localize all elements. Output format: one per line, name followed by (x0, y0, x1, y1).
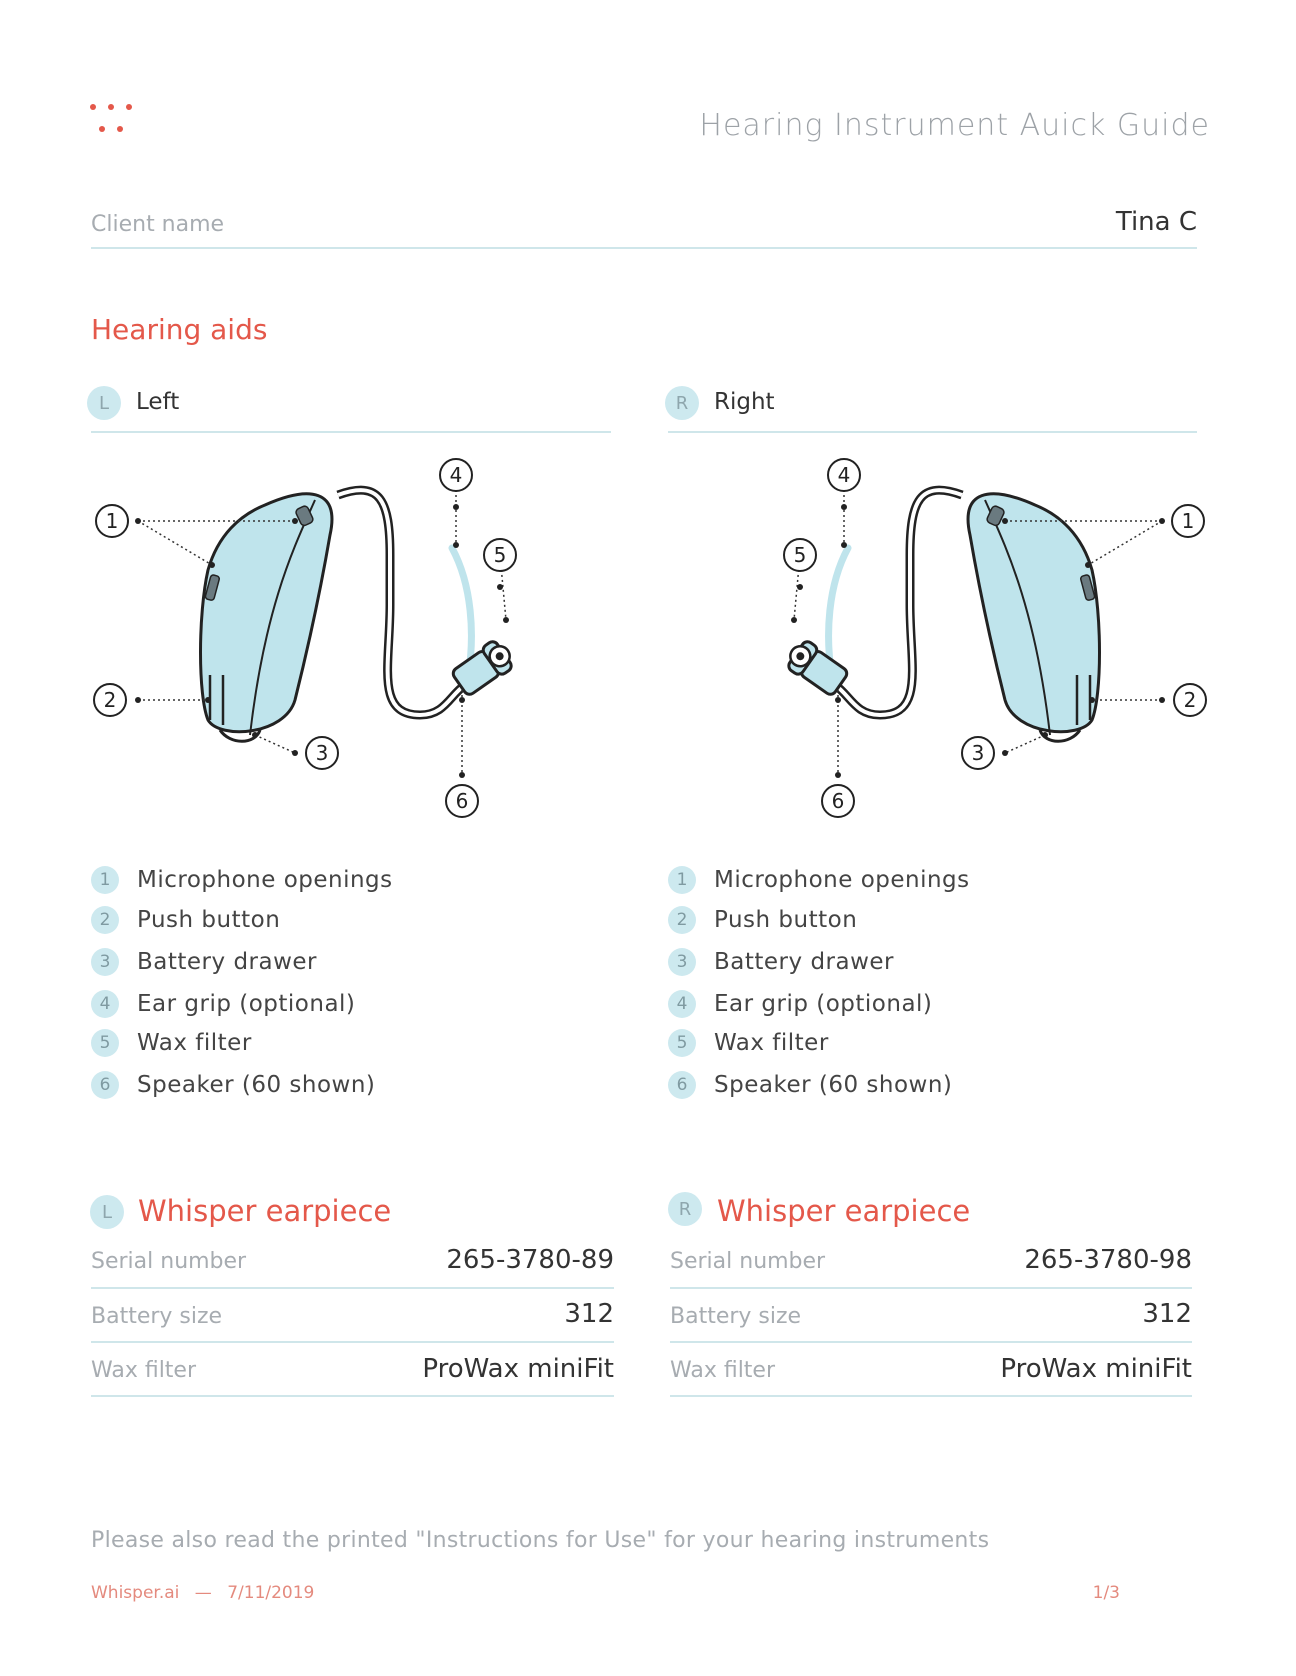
right-header-rule (668, 431, 1197, 433)
left-callout-1: 1 (95, 504, 129, 538)
footer-note: Please also read the printed "Instructio… (91, 1528, 990, 1553)
svg-text:4: 4 (450, 463, 463, 487)
right-wax-label: Wax filter (670, 1358, 776, 1383)
left-earpiece-badge: L (90, 1195, 124, 1229)
left-speaker-icon (451, 640, 513, 696)
right-badge: R (665, 386, 699, 420)
left-callout-3: 3 (305, 736, 339, 770)
right-callout-1: 1 (1182, 509, 1195, 533)
client-name-label: Client name (91, 212, 225, 237)
svg-text:6: 6 (456, 789, 469, 813)
left-header-rule (91, 431, 611, 433)
right-battery-value: 312 (1142, 1299, 1192, 1329)
left-callout-2: 2 (93, 683, 127, 717)
right-wax-value: ProWax miniFit (1000, 1354, 1192, 1384)
left-battery-label: Battery size (91, 1304, 223, 1329)
left-wax-rule (91, 1395, 614, 1397)
client-name-value: Tina C (1115, 207, 1197, 237)
left-hearing-aid-body (199, 492, 334, 734)
left-callout-4: 4 (439, 458, 473, 492)
svg-text:3: 3 (972, 741, 985, 765)
svg-text:2: 2 (1184, 688, 1197, 712)
right-earpiece-title: Whisper earpiece (717, 1194, 971, 1228)
right-earpiece-badge: R (668, 1192, 702, 1226)
left-battery-rule (91, 1341, 614, 1343)
right-serial-label: Serial number (670, 1249, 826, 1274)
right-hearing-aid-illustration: 1 2 3 4 5 6 (783, 458, 1207, 818)
svg-text:5: 5 (794, 543, 807, 567)
left-mic-opening-icon (295, 505, 314, 527)
left-serial-rule (91, 1287, 614, 1289)
left-battery-value: 312 (564, 1299, 614, 1329)
right-battery-rule (670, 1341, 1192, 1343)
left-callout-6: 6 (445, 784, 479, 818)
right-callout-6: 6 (832, 789, 845, 813)
left-hearing-aid-illustration: 1 2 3 4 5 6 (93, 458, 517, 818)
left-tube (336, 485, 468, 720)
document-title: Hearing Instrument Auick Guide (699, 108, 1210, 143)
right-wax-rule (670, 1395, 1192, 1397)
svg-text:1: 1 (106, 509, 119, 533)
left-wax-label: Wax filter (91, 1358, 197, 1383)
footer-brand: Whisper.ai (91, 1583, 180, 1603)
right-label: Right (714, 389, 775, 415)
left-wax-value: ProWax miniFit (422, 1354, 614, 1384)
right-battery-label: Battery size (670, 1304, 802, 1329)
footer-date: 7/11/2019 (227, 1583, 315, 1603)
brand-logo-icon (88, 104, 138, 144)
left-callout-5: 5 (483, 538, 517, 572)
left-serial-label: Serial number (91, 1249, 247, 1274)
right-serial-rule (670, 1287, 1192, 1289)
page-number: 1/3 (1092, 1583, 1120, 1603)
client-name-rule (91, 247, 1197, 249)
right-callout-3: 3 (972, 741, 985, 765)
right-callout-4: 4 (838, 463, 851, 487)
right-callout-5: 5 (794, 543, 807, 567)
svg-text:3: 3 (316, 741, 329, 765)
svg-text:5: 5 (494, 543, 507, 567)
left-serial-value: 265-3780-89 (446, 1245, 614, 1275)
svg-text:2: 2 (104, 688, 117, 712)
svg-text:6: 6 (832, 789, 845, 813)
footer-separator: — (194, 1583, 212, 1603)
svg-text:4: 4 (838, 463, 851, 487)
footer-brand-date: Whisper.ai — 7/11/2019 (91, 1583, 314, 1603)
right-callout-2: 2 (1184, 688, 1197, 712)
left-label: Left (136, 389, 180, 415)
right-serial-value: 265-3780-98 (1024, 1245, 1192, 1275)
section-title-hearing-aids: Hearing aids (91, 313, 268, 346)
left-earpiece-title: Whisper earpiece (138, 1194, 392, 1228)
svg-text:1: 1 (1182, 509, 1195, 533)
left-badge: L (87, 386, 121, 420)
left-ear-grip (448, 544, 475, 681)
